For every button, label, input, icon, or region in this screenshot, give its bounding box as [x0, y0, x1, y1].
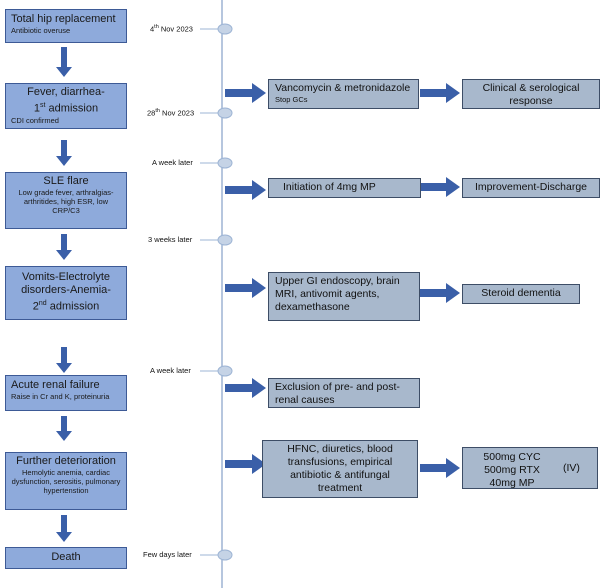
action-text: Clinical & serological response — [482, 82, 580, 107]
event-detail: CDI confirmed — [11, 115, 59, 125]
action-text: Vancomycin & metronidazole — [275, 82, 411, 94]
date-label: 3 weeks later — [148, 235, 193, 244]
action-upper-gi: Upper GI endoscopy, brain MRI, antivomit… — [268, 272, 420, 321]
event-sle-flare: SLE flare Low grade fever, arthralgias-a… — [5, 172, 127, 229]
event-acute-renal-failure: Acute renal failure Raise in Cr and K, p… — [5, 375, 127, 411]
event-title: Death — [51, 551, 81, 563]
event-detail: Hemolytic anemia, cardiac dysfunction, s… — [11, 468, 121, 495]
action-exclusion-renal: Exclusion of pre- and post-renal causes — [268, 378, 420, 408]
event-title-line2: 1st admission — [33, 102, 99, 115]
down-arrow — [56, 416, 72, 441]
right-arrow — [420, 283, 460, 303]
down-arrows — [56, 47, 72, 542]
right-arrow — [420, 458, 460, 478]
right-arrow — [225, 180, 266, 200]
date-label: A week later — [152, 158, 193, 167]
action-text: Steroid dementia — [481, 287, 561, 299]
timeline-node — [217, 23, 233, 35]
down-arrow — [56, 515, 72, 542]
action-steroid-dementia: Steroid dementia — [462, 284, 580, 304]
date-label: 28th Nov 2023 — [147, 108, 195, 118]
action-vancomycin: Vancomycin & metronidazole Stop GCs — [268, 79, 419, 109]
action-text: Upper GI endoscopy, brain MRI, antivomit… — [275, 275, 400, 313]
right-arrow — [225, 378, 266, 398]
timeline-node — [217, 549, 233, 561]
drug-item: 500mg CYC — [483, 451, 541, 463]
date-label: A week later — [150, 366, 191, 375]
action-clinical-response: Clinical & serological response — [462, 79, 600, 109]
timeline-node — [217, 107, 233, 119]
action-improvement-discharge: Improvement-Discharge — [462, 178, 600, 198]
event-title: Total hip replacement — [11, 13, 116, 25]
drug-item: 500mg RTX — [484, 464, 540, 476]
down-arrow — [56, 47, 72, 77]
action-text: Improvement-Discharge — [474, 181, 588, 193]
event-detail: Raise in Cr and K, proteinuria — [11, 392, 110, 401]
right-arrow — [225, 83, 266, 103]
right-arrow — [225, 278, 266, 298]
drug-item: 40mg MP — [489, 477, 535, 489]
action-text: Initiation of 4mg MP — [283, 181, 376, 193]
event-further-deterioration: Further deterioration Hemolytic anemia, … — [5, 452, 127, 510]
event-title: Vomits-Electrolyte disorders-Anemia- — [21, 271, 111, 296]
event-title: SLE flare — [43, 175, 89, 187]
event-fever-diarrhea: Fever, diarrhea- 1st admission CDI confi… — [5, 83, 127, 129]
right-arrows — [225, 83, 460, 478]
timeline-node — [217, 365, 233, 377]
action-subtext: Stop GCs — [275, 95, 308, 104]
action-iv-drugs: 500mg CYC 500mg RTX 40mg MP (IV) — [462, 447, 598, 489]
action-text: HFNC, diuretics, blood transfusions, emp… — [287, 443, 393, 494]
down-arrow — [56, 140, 72, 166]
event-death: Death — [5, 547, 127, 569]
timeline-node — [217, 234, 233, 246]
event-title: Acute renal failure — [11, 379, 100, 391]
event-detail: Low grade fever, arthralgias-arthritides… — [18, 188, 114, 215]
date-label: 4th Nov 2023 — [150, 24, 193, 34]
event-title: Fever, diarrhea- — [27, 86, 105, 98]
action-hfnc: HFNC, diuretics, blood transfusions, emp… — [262, 440, 418, 498]
down-arrow — [56, 234, 72, 260]
event-detail: Antibiotic overuse — [11, 26, 71, 35]
event-total-hip-replacement: Total hip replacement Antibiotic overuse — [5, 9, 127, 43]
event-vomits-admission: Vomits-Electrolyte disorders-Anemia- 2nd… — [5, 266, 127, 320]
action-text: Exclusion of pre- and post-renal causes — [275, 381, 400, 406]
right-arrow — [421, 177, 460, 197]
right-arrow — [225, 454, 266, 474]
timeline-node — [217, 157, 233, 169]
event-title: Further deterioration — [16, 455, 116, 467]
action-initiation-mp: Initiation of 4mg MP — [268, 178, 421, 198]
right-arrow — [420, 83, 460, 103]
date-label: Few days later — [143, 550, 192, 559]
down-arrow — [56, 347, 72, 373]
event-title-line2: 2nd admission — [32, 300, 100, 313]
route-label: (IV) — [563, 462, 580, 474]
